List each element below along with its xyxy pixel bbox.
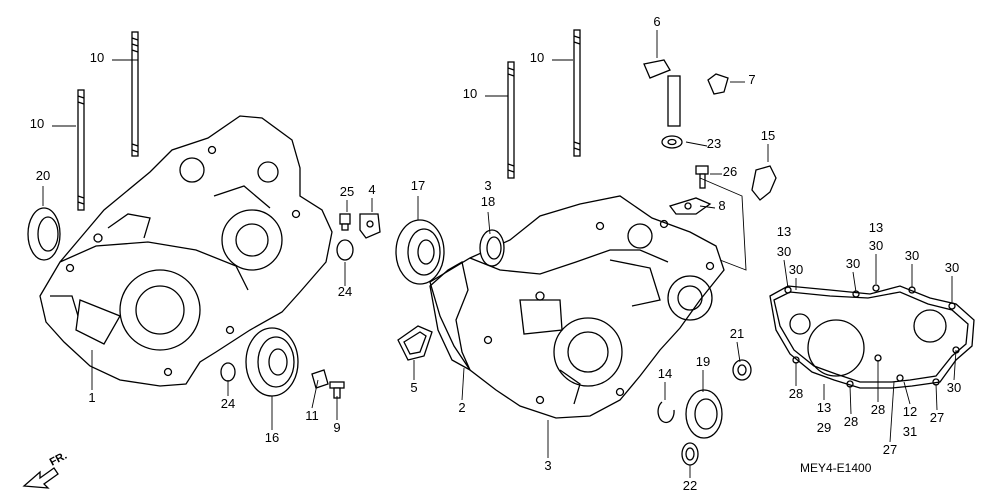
callout-c26: 26: [723, 164, 737, 179]
callout-c3a: 3: [484, 178, 491, 193]
oil-seal-20: [27, 207, 61, 261]
callout-c8: 8: [718, 198, 725, 213]
callout-c28a: 28: [789, 386, 803, 401]
callout-c27b: 27: [930, 410, 944, 425]
gasket-2: [429, 260, 472, 372]
callout-c2: 2: [458, 400, 465, 415]
callout-c30g: 30: [947, 380, 961, 395]
callout-c19: 19: [696, 354, 710, 369]
leader-line-c23: [685, 141, 708, 147]
callout-c30f: 30: [945, 260, 959, 275]
bearing-17: [395, 219, 445, 285]
clip-15: [751, 165, 777, 201]
callout-c30d: 30: [869, 238, 883, 253]
bracket-4: [359, 213, 381, 239]
callout-c28c: 28: [871, 402, 885, 417]
leader-line-c18: [487, 211, 491, 235]
callout-c29: 29: [817, 420, 831, 435]
callout-c1: 1: [88, 390, 95, 405]
callout-c9: 9: [333, 420, 340, 435]
callout-c18: 18: [481, 194, 495, 209]
callout-c20: 20: [36, 168, 50, 183]
callout-c30b: 30: [789, 262, 803, 277]
screw-9: [329, 381, 345, 399]
callout-c13a: 13: [777, 224, 791, 239]
callout-c6: 6: [653, 14, 660, 29]
bolt-26: [695, 165, 709, 189]
front-direction-arrow: FR.: [22, 450, 69, 489]
dowel-pin-24b: [220, 362, 236, 382]
callout-c30c: 30: [846, 256, 860, 271]
leader-line-c27a: [889, 381, 895, 443]
crankcase-gasket-right: [769, 284, 975, 389]
leader-line-c12: [903, 381, 911, 405]
leader-line-c30c: [852, 271, 857, 293]
bolt-25: [339, 213, 351, 231]
dowel-pin-24a: [336, 239, 354, 261]
callout-c7: 7: [748, 72, 755, 87]
washer-23: [661, 135, 683, 149]
callout-c25: 25: [340, 184, 354, 199]
leader-line-c30a: [783, 259, 789, 289]
callout-c5: 5: [410, 380, 417, 395]
clamp-7: [707, 73, 729, 95]
callout-c15: 15: [761, 128, 775, 143]
callout-c13c: 13: [817, 400, 831, 415]
callout-c10b: 10: [30, 116, 44, 131]
callout-c22: 22: [683, 478, 697, 493]
callout-c13b: 13: [869, 220, 883, 235]
seal-22: [681, 442, 699, 466]
callout-c3b: 3: [544, 458, 551, 473]
callout-c31: 31: [903, 424, 917, 439]
callout-c16: 16: [265, 430, 279, 445]
callout-c28b: 28: [844, 414, 858, 429]
stud-bolt-left-b: [77, 89, 85, 211]
callout-c10a: 10: [90, 50, 104, 65]
leader-line-c2: [461, 367, 465, 401]
diagram-code: MEY4-E1400: [800, 461, 872, 475]
callout-c21: 21: [730, 326, 744, 341]
bearing-16: [245, 327, 299, 397]
leader-line-c28b: [849, 385, 852, 415]
callout-c27a: 27: [883, 442, 897, 457]
leader-line-c21: [736, 341, 741, 363]
plate-8: [668, 197, 712, 215]
leader-line-c30g: [953, 349, 957, 381]
callout-c10d: 10: [530, 50, 544, 65]
cover-5: [397, 325, 433, 361]
right-crankcase: [429, 195, 725, 419]
callout-c11: 11: [305, 408, 319, 423]
callout-c30e: 30: [905, 248, 919, 263]
left-crankcase: [39, 115, 333, 387]
switch-6: [643, 59, 681, 127]
stud-bolt-center-b: [573, 29, 581, 157]
callout-c23: 23: [707, 136, 721, 151]
callout-c10c: 10: [463, 86, 477, 101]
callout-c17: 17: [411, 178, 425, 193]
collar-21: [732, 359, 752, 381]
circlip-14: [657, 401, 675, 424]
callout-c14: 14: [658, 366, 672, 381]
plate-11: [311, 369, 329, 389]
callout-c4: 4: [368, 182, 375, 197]
leader-line-c11: [311, 379, 319, 409]
stud-bolt-left-a: [131, 31, 139, 157]
callout-c24b: 24: [221, 396, 235, 411]
front-direction-label: FR.: [48, 450, 69, 469]
stud-bolt-center-a: [507, 61, 515, 179]
callout-c24a: 24: [338, 284, 352, 299]
leader-line-c8: [699, 205, 716, 209]
collar-18: [479, 229, 505, 267]
leader-line-c27b: [935, 383, 938, 411]
callout-c30a: 30: [777, 244, 791, 259]
oil-seal-19: [685, 389, 723, 439]
callout-c12: 12: [903, 404, 917, 419]
